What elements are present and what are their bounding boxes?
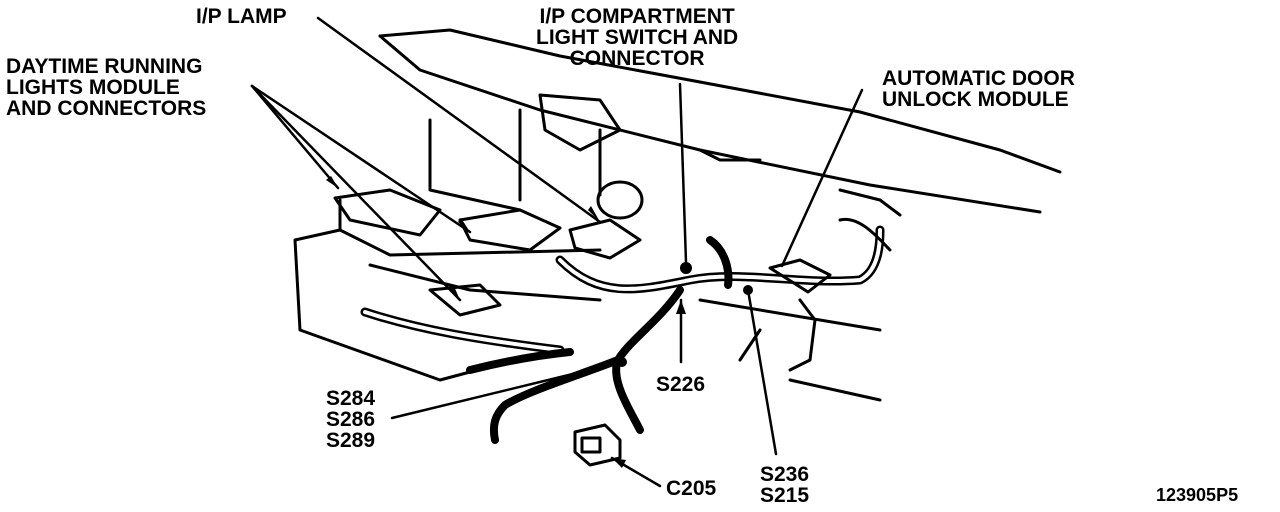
door-unlock-module (768, 258, 832, 294)
arrow-ip-lamp (588, 206, 600, 222)
arrow-drl-3 (449, 284, 460, 300)
c205-socket (580, 436, 602, 454)
door-unlock-label: AUTOMATIC DOOR UNLOCK MODULE (882, 68, 1075, 110)
c205-connector (573, 423, 622, 467)
dash-bracket (698, 148, 902, 217)
splice-dot-left (617, 357, 627, 367)
dash-top-edge (378, 28, 1062, 174)
splice-s286: S286 (326, 408, 376, 431)
s226-label: S226 (656, 373, 706, 396)
ip-compartment-label: I/P COMPARTMENT LIGHT SWITCH AND CONNECT… (536, 6, 738, 69)
ip-compartment-line-3: CONNECTOR (569, 47, 705, 70)
leader-drl-2 (250, 84, 472, 234)
lower-harness-2 (466, 348, 574, 374)
splices-right-label: S236 S215 (760, 464, 809, 506)
drl-line-1: DAYTIME RUNNING (6, 55, 203, 78)
leader-ip-compartment (678, 82, 688, 264)
arrow-s226 (676, 300, 686, 314)
door-unlock-line-2: UNLOCK MODULE (882, 88, 1069, 111)
ip-lamp-label: I/P LAMP (196, 5, 287, 28)
dash-vent (538, 93, 622, 152)
drl-module-label: DAYTIME RUNNING LIGHTS MODULE AND CONNEC… (6, 56, 206, 119)
splices-left-label: S284 S286 S289 (326, 388, 375, 451)
drl-line-3: AND CONNECTORS (6, 97, 207, 120)
splice-s289: S289 (326, 429, 376, 452)
arrow-drl-2 (458, 218, 470, 232)
figure-id: 123905P5 (1156, 485, 1239, 505)
right-bracket (788, 217, 892, 372)
leader-splices-left (390, 360, 624, 420)
drl-connector-2 (428, 283, 502, 317)
right-lower-panel (698, 298, 882, 402)
splice-s215: S215 (760, 484, 810, 507)
splice-dot-right (743, 285, 753, 295)
leader-drl-3 (250, 84, 462, 302)
door-unlock-line-1: AUTOMATIC DOOR (882, 67, 1075, 90)
splice-s284: S284 (326, 387, 376, 410)
ip-lamp-loop (596, 180, 644, 220)
drl-module (333, 188, 442, 237)
main-harness-core (558, 228, 882, 291)
arrow-c205 (612, 458, 626, 468)
arrow-drl-1 (326, 176, 338, 188)
ip-compartment-line-2: LIGHT SWITCH AND (536, 26, 739, 49)
leader-ip-lamp (316, 16, 602, 224)
harness-branch-up (706, 236, 733, 289)
drl-line-2: LIGHTS MODULE (6, 76, 180, 99)
ip-lamp-connector (568, 218, 642, 260)
leader-door-unlock (780, 88, 864, 268)
lower-box-top (368, 263, 602, 302)
lower-harness-core (363, 310, 562, 352)
leader-drl-1 (250, 84, 340, 190)
c205-label: C205 (666, 477, 717, 500)
harness-branch-left (489, 356, 622, 444)
splice-s236: S236 (760, 463, 810, 486)
splice-dot-s226 (680, 262, 692, 274)
ip-compartment-line-1: I/P COMPARTMENT (539, 5, 735, 28)
drl-connector (458, 208, 562, 252)
leader-splices-right (746, 288, 778, 456)
